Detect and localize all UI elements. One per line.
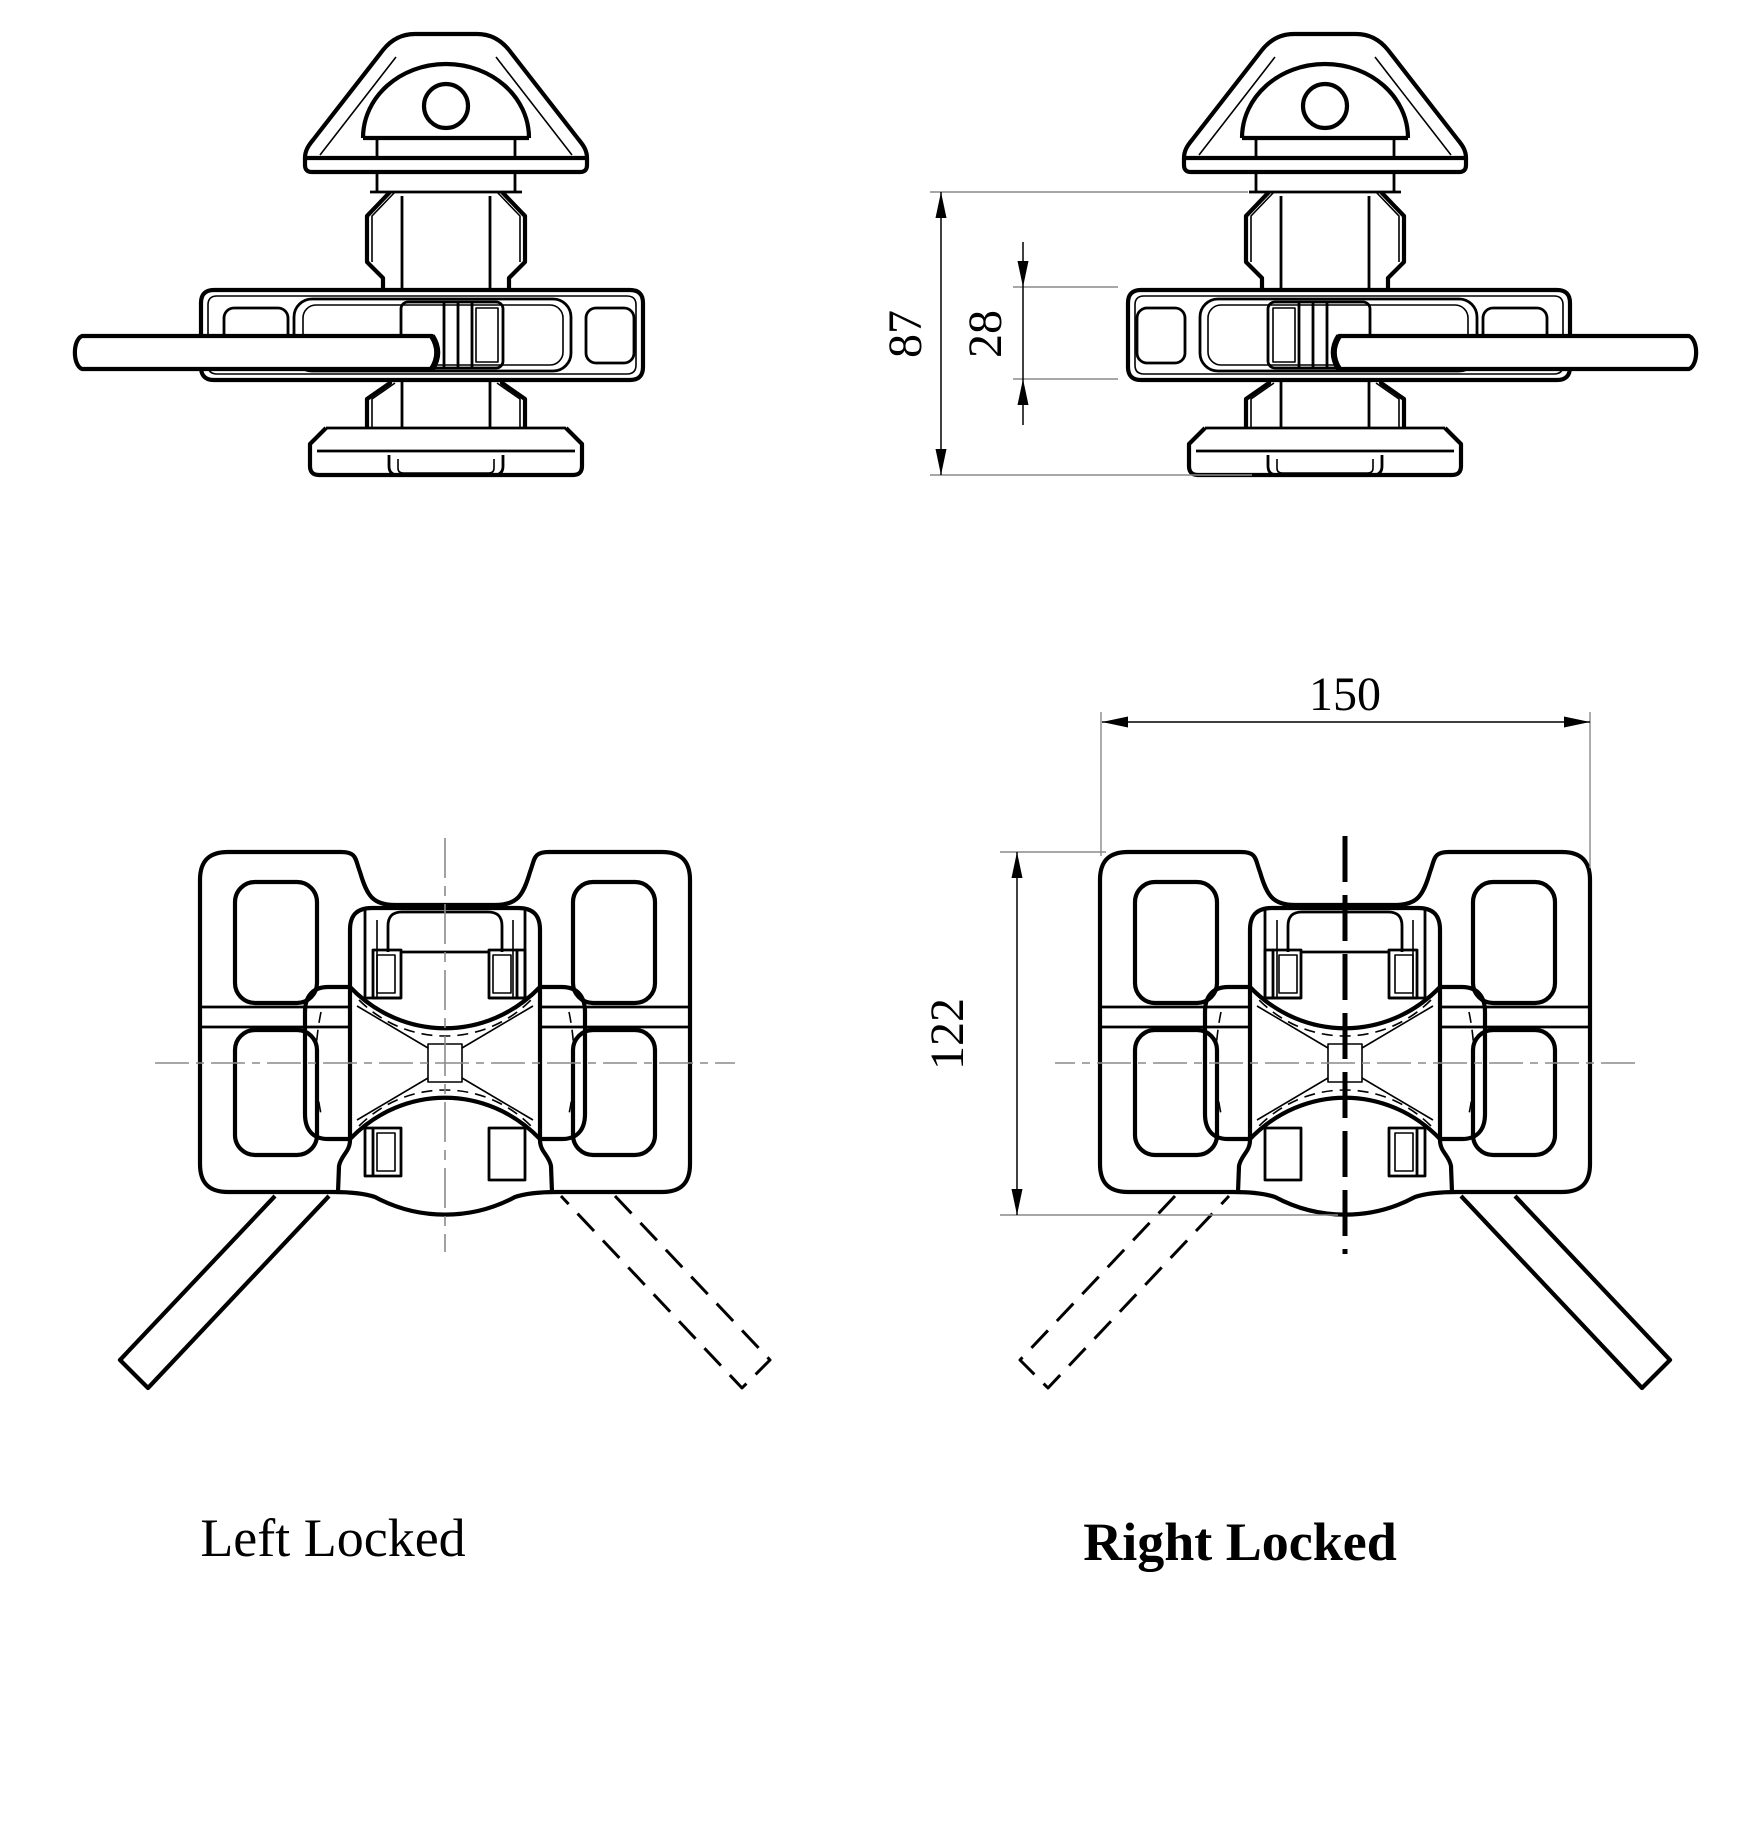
dimension-label-150: 150 bbox=[1309, 668, 1381, 721]
dimension-front-overall-height: 87 bbox=[879, 191, 1252, 476]
dimension-arrow bbox=[935, 192, 947, 218]
front-view-handle-left bbox=[75, 34, 643, 475]
caption-right-locked: Right Locked bbox=[1083, 1512, 1397, 1572]
dimension-arrow bbox=[1017, 261, 1029, 287]
dimension-arrow bbox=[1011, 1189, 1023, 1215]
dimension-arrow bbox=[1102, 716, 1128, 728]
dimension-label-28: 28 bbox=[959, 310, 1012, 358]
front-view-handle-right bbox=[1128, 34, 1696, 475]
caption-left-locked: Left Locked bbox=[200, 1508, 465, 1568]
dimension-plate-height: 28 bbox=[959, 242, 1118, 425]
dimension-arrow bbox=[1017, 379, 1029, 405]
dimension-label-87: 87 bbox=[879, 310, 932, 358]
dimension-arrow bbox=[1011, 852, 1023, 878]
dimension-arrow bbox=[935, 449, 947, 475]
dimension-arrow bbox=[1564, 716, 1590, 728]
dimension-label-122: 122 bbox=[921, 998, 974, 1070]
plan-view-right-locked bbox=[1020, 836, 1670, 1388]
plan-view-left-locked bbox=[120, 838, 770, 1388]
dimension-plan-width: 150 bbox=[1100, 668, 1591, 868]
dimension-plan-height: 122 bbox=[921, 851, 1338, 1216]
